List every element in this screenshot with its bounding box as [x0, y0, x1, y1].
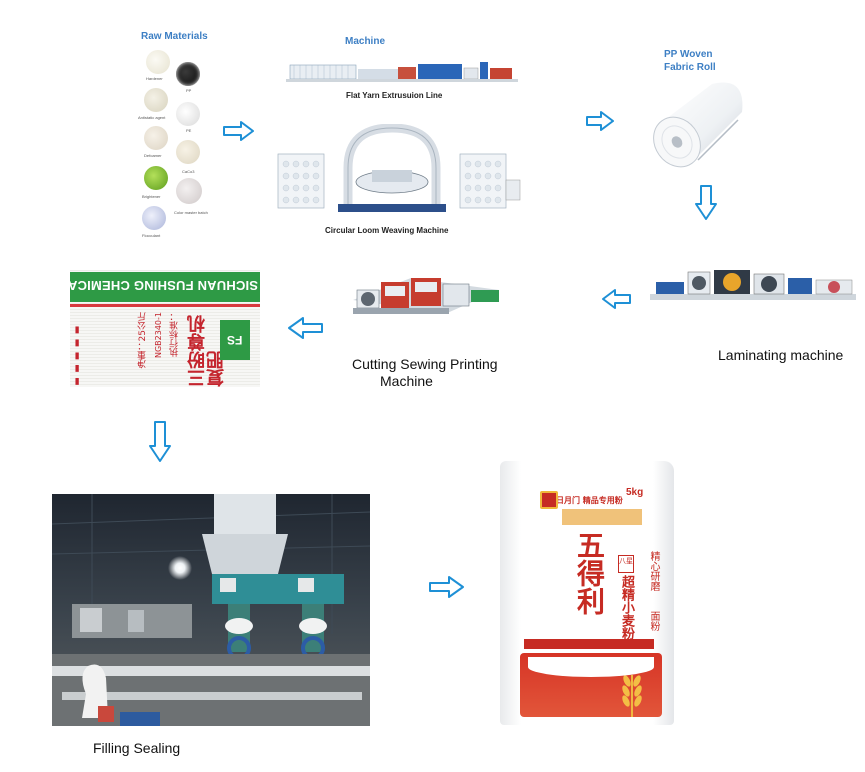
flour-bag-side-text-1: 精心研磨 [648, 551, 659, 591]
pp-woven-title-line2: Fabric Roll [664, 62, 716, 73]
color-masterbatch-sample [176, 178, 202, 204]
arrow-left-1-icon [602, 289, 631, 309]
cutting-sewing-printing-machine-image [353, 278, 499, 314]
bag-red-text-column: ▮ ▮ ▮ ▮ ▮ [72, 324, 82, 386]
hardener-sample [146, 50, 170, 74]
circular-loom-weaving-machine-image [277, 124, 521, 212]
pp-woven-fabric-roll-image [653, 82, 743, 168]
bag-net-weight: 净重：25公斤 [138, 312, 148, 369]
flocculant-label: Flocculant [142, 233, 161, 238]
bag-standard-label: 执行标准： [170, 312, 180, 357]
cutting-label-line1: Cutting Sewing Printing [352, 356, 498, 372]
flour-bag-weight: 5kg [626, 487, 644, 498]
pp-woven-fabric-roll-title: PP Woven Fabric Roll [664, 48, 716, 74]
color-masterbatch-label: Color master batch [174, 210, 208, 215]
raw-materials-title: Raw Materials [141, 31, 208, 42]
pp-sample [176, 62, 200, 86]
bag-logo-text: FS [227, 333, 243, 347]
flour-bag-side-text-2: 面粉 [648, 611, 659, 631]
pp-label: PP [186, 88, 192, 93]
bag-green-band [70, 272, 260, 302]
flour-bag-product: 超精小麦粉 [619, 575, 634, 640]
pe-label: PE [186, 128, 192, 133]
filling-sealing-label: Filling Sealing [93, 740, 181, 756]
flat-yarn-extrusion-line-image [286, 62, 518, 82]
bag-standard-code: NGB2340-1 [154, 312, 163, 359]
flour-bag-top-band: 日月门 精品专用粉 [556, 496, 623, 505]
arrow-right-3-icon [429, 576, 464, 598]
raw-materials-panel: Hardener PP Antistatic agent PE Defoamer… [136, 48, 216, 240]
flour-bag-white-arc [528, 657, 654, 677]
flour-bag-logo [540, 491, 558, 509]
arrow-left-2-icon [288, 317, 323, 339]
filling-sealing-machine-photo [52, 494, 370, 726]
circular-loom-caption: Circular Loom Weaving Machine [325, 226, 449, 235]
laminating-machine-label: Laminating machine [718, 347, 844, 363]
bag-company-text: SICHUAN FUSHING CHEMICAL CO.,LTD. [70, 278, 258, 293]
pe-sample [176, 102, 200, 126]
defoamer-label: Defoamer [144, 153, 162, 158]
brightener-label: Brightener [142, 194, 161, 199]
laminating-machine-image [650, 270, 856, 300]
flour-bag-orange-block [562, 509, 642, 525]
bag-red-strip [70, 304, 260, 307]
flour-bag-red-stripe [524, 639, 654, 649]
brightener-sample [144, 166, 168, 190]
machine-title: Machine [345, 36, 386, 47]
printed-woven-bag-image: SICHUAN FUSHING CHEMICAL CO.,LTD. ▮ ▮ ▮ … [70, 270, 260, 387]
cutting-sewing-printing-label: Cutting Sewing Printing Machine [352, 356, 498, 390]
cutting-label-line2: Machine [380, 373, 433, 389]
flat-yarn-caption: Flat Yarn Extrusuion Line [346, 91, 443, 100]
arrow-right-1-icon [223, 121, 254, 141]
defoamer-sample [144, 126, 168, 150]
wheat-icon [622, 675, 642, 717]
flour-bag-tag: 八星 [618, 555, 634, 573]
caco3-label: CaCo3 [182, 169, 195, 174]
arrow-down-1-icon [695, 185, 717, 220]
caco3-sample [176, 140, 200, 164]
pp-woven-title-line1: PP Woven [664, 49, 713, 60]
flocculant-sample [142, 206, 166, 230]
bag-logo: FS [220, 320, 250, 360]
arrow-right-2-icon [586, 111, 614, 131]
finished-flour-bag-image: 日月门 精品专用粉 5kg 五得利 八星 超精小麦粉 精心研磨 面粉 [500, 461, 674, 725]
hardener-label: Hardener [146, 76, 163, 81]
flour-bag-brand: 五得利 [573, 531, 606, 615]
antistatic-sample [144, 88, 168, 112]
antistatic-label: Antistatic agent [138, 115, 166, 120]
arrow-down-2-icon [149, 421, 171, 462]
